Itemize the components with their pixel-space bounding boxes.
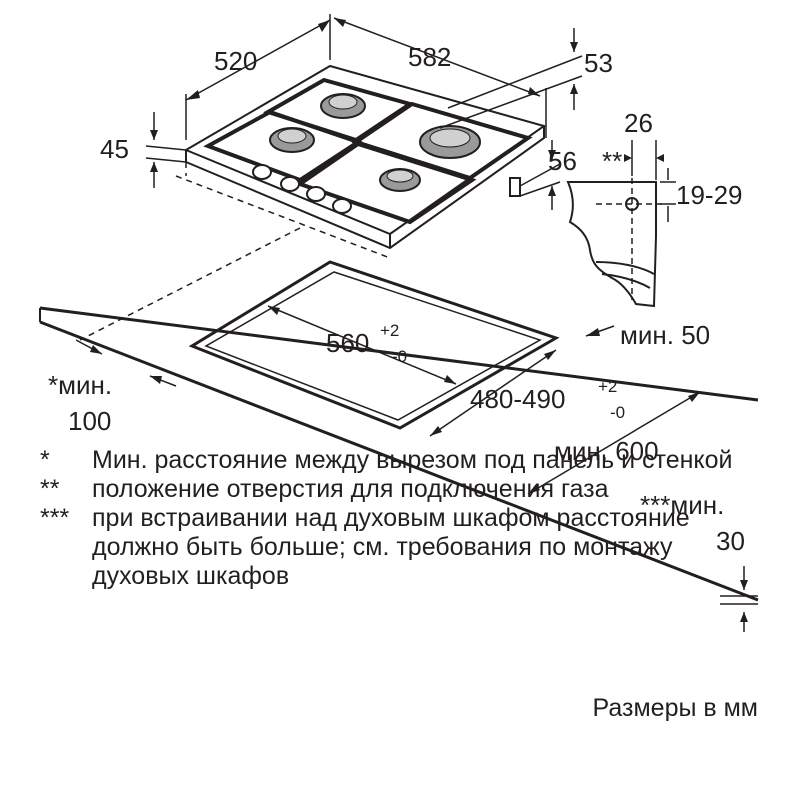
label-min-back: мин. 50 [620, 320, 710, 350]
footnote-mark: ** [40, 475, 60, 503]
label-hob-depth: 520 [214, 46, 257, 76]
countertop [39, 306, 759, 602]
gas-hole-marker [625, 197, 639, 211]
cutout-outline [188, 260, 560, 430]
label-min-depth: мин. 600 [554, 436, 659, 466]
footnote-1: * Мин. расстояние между вырезом под пане… [40, 446, 740, 475]
label-connector-height: 53 [584, 48, 613, 78]
label-gas-marker: ** [602, 146, 622, 176]
footnote-2: ** положение отверстия для подключения г… [40, 475, 740, 504]
label-min-below-value: 30 [716, 526, 745, 556]
footnote-text: при встраивании над духовым шкафом расст… [92, 504, 690, 590]
footnote-text: Мин. расстояние между вырезом под панель… [92, 446, 733, 474]
label-min-below: ***мин. [640, 490, 724, 520]
units-caption: Размеры в мм [592, 694, 758, 722]
knob-1 [252, 164, 272, 180]
label-hob-width: 582 [408, 42, 451, 72]
knob-3 [306, 186, 326, 202]
gas-hob [183, 64, 547, 250]
arrowheads [90, 18, 748, 622]
label-side-offset: 56 [548, 146, 577, 176]
label-cutout-depth-tol-minus: -0 [610, 403, 625, 422]
label-cutout-depth-tol-plus: +2 [598, 377, 617, 396]
projection-lines [79, 175, 391, 341]
label-hob-height: 45 [100, 134, 129, 164]
gas-connector [509, 177, 521, 197]
footnote-text: положение отверстия для подключения газа [92, 475, 609, 503]
gas-connection-detail [566, 140, 676, 308]
footnotes: * Мин. расстояние между вырезом под пане… [40, 446, 740, 591]
knob-4 [332, 198, 352, 214]
label-cutout-width: 560 [326, 328, 369, 358]
knob-2 [280, 176, 300, 192]
label-cutout-width-tol-plus: +2 [380, 321, 399, 340]
dimension-labels: 520 582 53 45 56 26 ** 19-29 560 +2 -0 4… [48, 42, 745, 556]
label-min-front-value: 100 [68, 406, 111, 436]
label-cutout-depth: 480-490 [470, 384, 565, 414]
label-cutout-width-tol-minus: -0 [392, 347, 407, 366]
footnote-mark: * [40, 446, 50, 474]
footnote-3: *** при встраивании над духовым шкафом р… [40, 504, 740, 591]
label-gas-height: 19-29 [676, 180, 743, 210]
label-gas-offset: 26 [624, 108, 653, 138]
footnote-mark: *** [40, 504, 70, 532]
label-min-front: *мин. [48, 370, 112, 400]
